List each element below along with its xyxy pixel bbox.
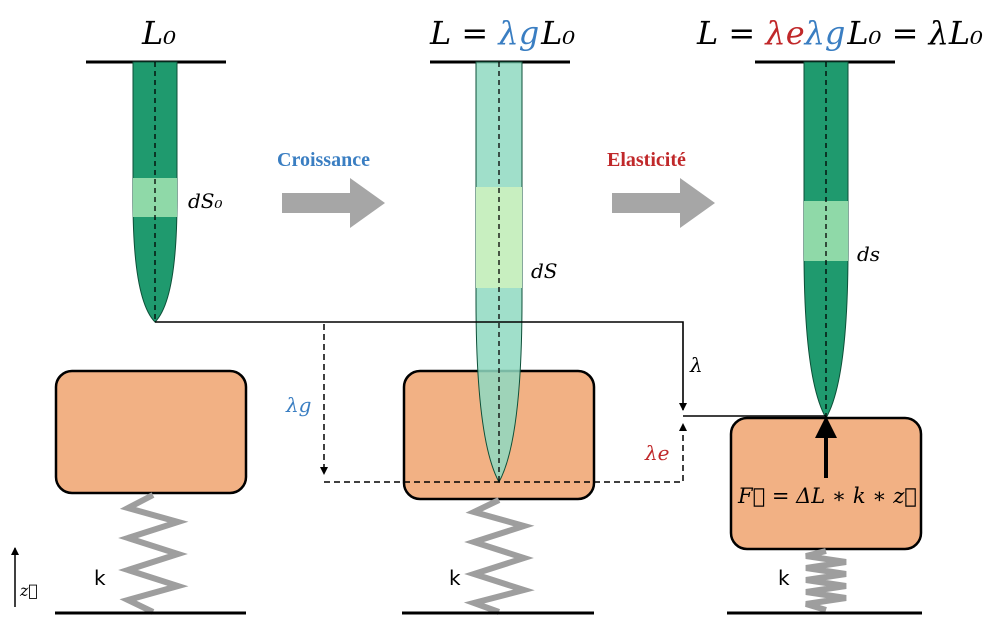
force-equation: F⃗ = ΔL ∗ k ∗ z⃗ [737,484,917,508]
label-lambda-e: λe [644,441,670,465]
label-growth-element: dS [531,259,558,283]
title-elastic-equation: L = λeλgL₀ = λL₀ [696,14,983,52]
grown-organ [430,60,570,484]
growth-step-label: Croissance [277,149,370,171]
spring-constant-elastic: k [778,566,790,590]
label-initial-element: dS₀ [188,189,223,213]
elasticity-arrow [612,178,715,228]
elastic-organ [755,60,895,419]
label-elastic-element: ds [857,242,880,266]
spring-constant-initial: k [94,566,106,590]
spring-elastic [805,548,847,613]
title-initial-length: L₀ [141,14,176,52]
force-arrow-head [815,416,837,438]
initial-organ [86,60,226,323]
label-lambda-g: λg [285,393,311,417]
elasticity-step-label: Elasticité [607,149,686,171]
spring-initial [118,492,189,615]
lambda-total-line [155,321,687,411]
mass-block-initial [54,369,248,495]
spring-growth [463,497,535,615]
growth-arrow [282,178,385,228]
spring-constant-growth: k [449,566,461,590]
label-lambda: λ [689,353,703,377]
title-growth-lhs: L = λgL₀ [429,14,575,52]
z-axis-label: z⃗ [19,581,38,600]
